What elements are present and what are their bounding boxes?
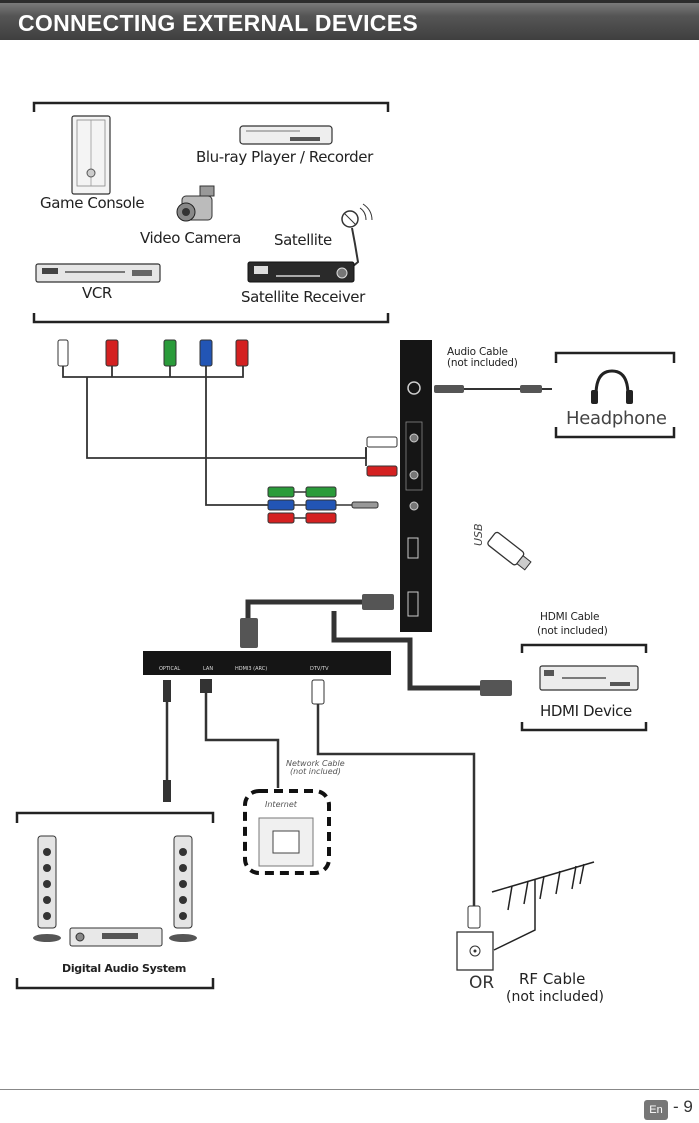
game-console-icon <box>71 115 111 195</box>
hdmi-device-label: HDMI Device <box>540 702 632 720</box>
speaker-left-icon <box>33 835 61 942</box>
or-label: OR <box>469 973 495 993</box>
lan-cable <box>200 679 280 788</box>
lan-port-label: LAN <box>203 666 214 672</box>
optical-cable <box>163 680 171 802</box>
tv-bottom-panel <box>143 651 391 675</box>
network-cable-note: (not inclued) <box>290 767 341 776</box>
device-bracket-bottom <box>32 313 390 324</box>
audio-cable <box>434 385 552 393</box>
title-bar: CONNECTING EXTERNAL DEVICES <box>0 0 699 40</box>
internet-box <box>243 789 331 875</box>
hdmi-device-icon <box>539 665 639 691</box>
rf-cable <box>311 679 481 929</box>
rca-plugs-side <box>365 436 398 477</box>
device-bracket-top <box>32 101 390 112</box>
rca-plugs-top <box>57 339 249 367</box>
vcr-label: VCR <box>82 284 112 302</box>
page-title: CONNECTING EXTERNAL DEVICES <box>18 10 418 36</box>
headphone-label: Headphone <box>566 408 667 429</box>
satellite-receiver-label: Satellite Receiver <box>241 288 365 306</box>
component-plugs <box>267 486 379 524</box>
audio-cable-note: (not included) <box>447 357 518 369</box>
headphone-icon <box>591 369 633 404</box>
satellite-dish-icon <box>341 203 373 273</box>
language-badge: En <box>644 1100 668 1120</box>
footer-divider <box>0 1089 699 1090</box>
audio-cable-label: Audio Cable <box>447 346 508 358</box>
bluray-icon <box>239 125 333 145</box>
wall-outlet-icon <box>456 931 494 971</box>
page-number: - 9 <box>673 1097 693 1116</box>
hdmi-cable-note: (not included) <box>537 625 608 637</box>
digital-audio-label: Digital Audio System <box>62 962 187 975</box>
hdmi-arc-port-label: HDMI3 (ARC) <box>235 666 268 672</box>
speaker-right-icon <box>169 835 197 942</box>
bluray-label: Blu-ray Player / Recorder <box>196 148 373 166</box>
game-console-label: Game Console <box>40 194 145 212</box>
hdmi-plugs <box>240 594 512 696</box>
antenna-icon <box>491 861 595 951</box>
rf-cable-label: RF Cable <box>519 970 586 988</box>
usb-label: USB <box>472 523 485 546</box>
tv-side-panel <box>400 340 432 632</box>
optical-port-label: OPTICAL <box>159 666 181 672</box>
dtv-port-label: DTV/TV <box>310 666 329 672</box>
internet-label: Internet <box>265 800 297 809</box>
hdmi-cables <box>245 599 480 691</box>
rca-cables <box>62 366 367 506</box>
video-camera-label: Video Camera <box>140 229 241 247</box>
audio-receiver-icon <box>69 927 163 947</box>
video-camera-icon <box>176 185 215 222</box>
network-cable-label: Network Cable <box>286 759 345 768</box>
hdmi-cable-label: HDMI Cable <box>540 611 600 623</box>
rf-cable-note: (not included) <box>506 989 604 1005</box>
usb-stick-icon <box>487 531 532 571</box>
vcr-icon <box>35 263 161 283</box>
satellite-label: Satellite <box>274 231 332 249</box>
satellite-receiver-icon <box>247 261 355 283</box>
